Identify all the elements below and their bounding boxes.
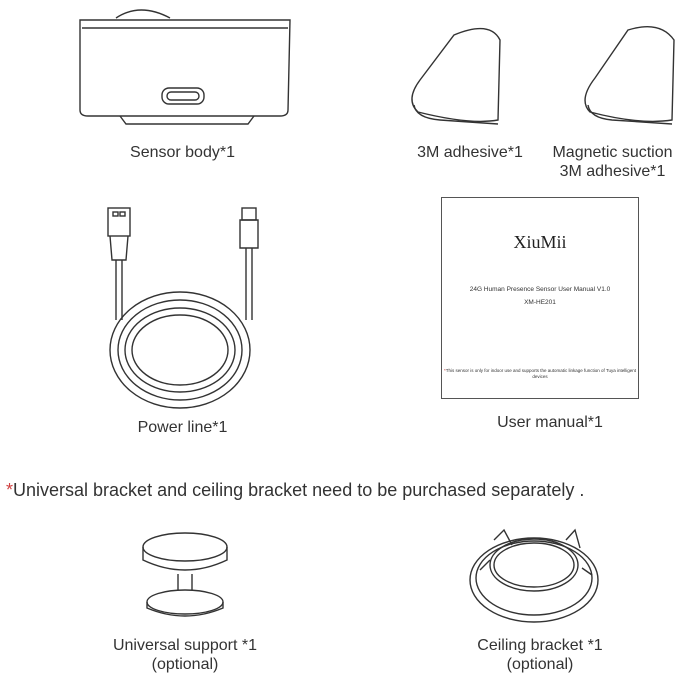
manual-model: XM-HE201	[524, 299, 556, 306]
item-3m-adhesive-label: 3M adhesive*1	[417, 144, 523, 161]
notice: *Universal bracket and ceiling bracket n…	[6, 480, 584, 501]
item-power-line-label: Power line*1	[137, 419, 228, 436]
manual-title: 24G Human Presence Sensor User Manual V1…	[469, 286, 611, 293]
manual-brand: XiuMii	[513, 232, 567, 252]
item-universal-support-label: Universal support *1(optional)	[112, 637, 258, 673]
user-manual-image: XiuMii 24G Human Presence Sensor User Ma…	[441, 197, 639, 399]
item-magnetic-adhesive-label: Magnetic suction 3M adhesive*1	[552, 144, 673, 180]
item-ceiling-bracket-label: Ceiling bracket *1(optional)	[477, 637, 603, 673]
notice-text: Universal bracket and ceiling bracket ne…	[13, 480, 585, 500]
manual-note: *This sensor is only for indoor use and …	[443, 368, 637, 379]
item-user-manual-label: User manual*1	[497, 414, 603, 431]
item-sensor-body-label: Sensor body*1	[130, 144, 235, 161]
notice-asterisk: *	[6, 480, 14, 500]
